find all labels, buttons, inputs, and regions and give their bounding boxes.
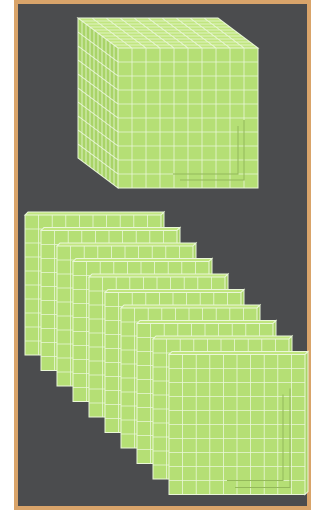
hundred-flat [169,352,308,495]
cube-front-face [118,48,258,188]
hundred-flats-stack [25,212,308,495]
thousand-cube [78,18,258,188]
